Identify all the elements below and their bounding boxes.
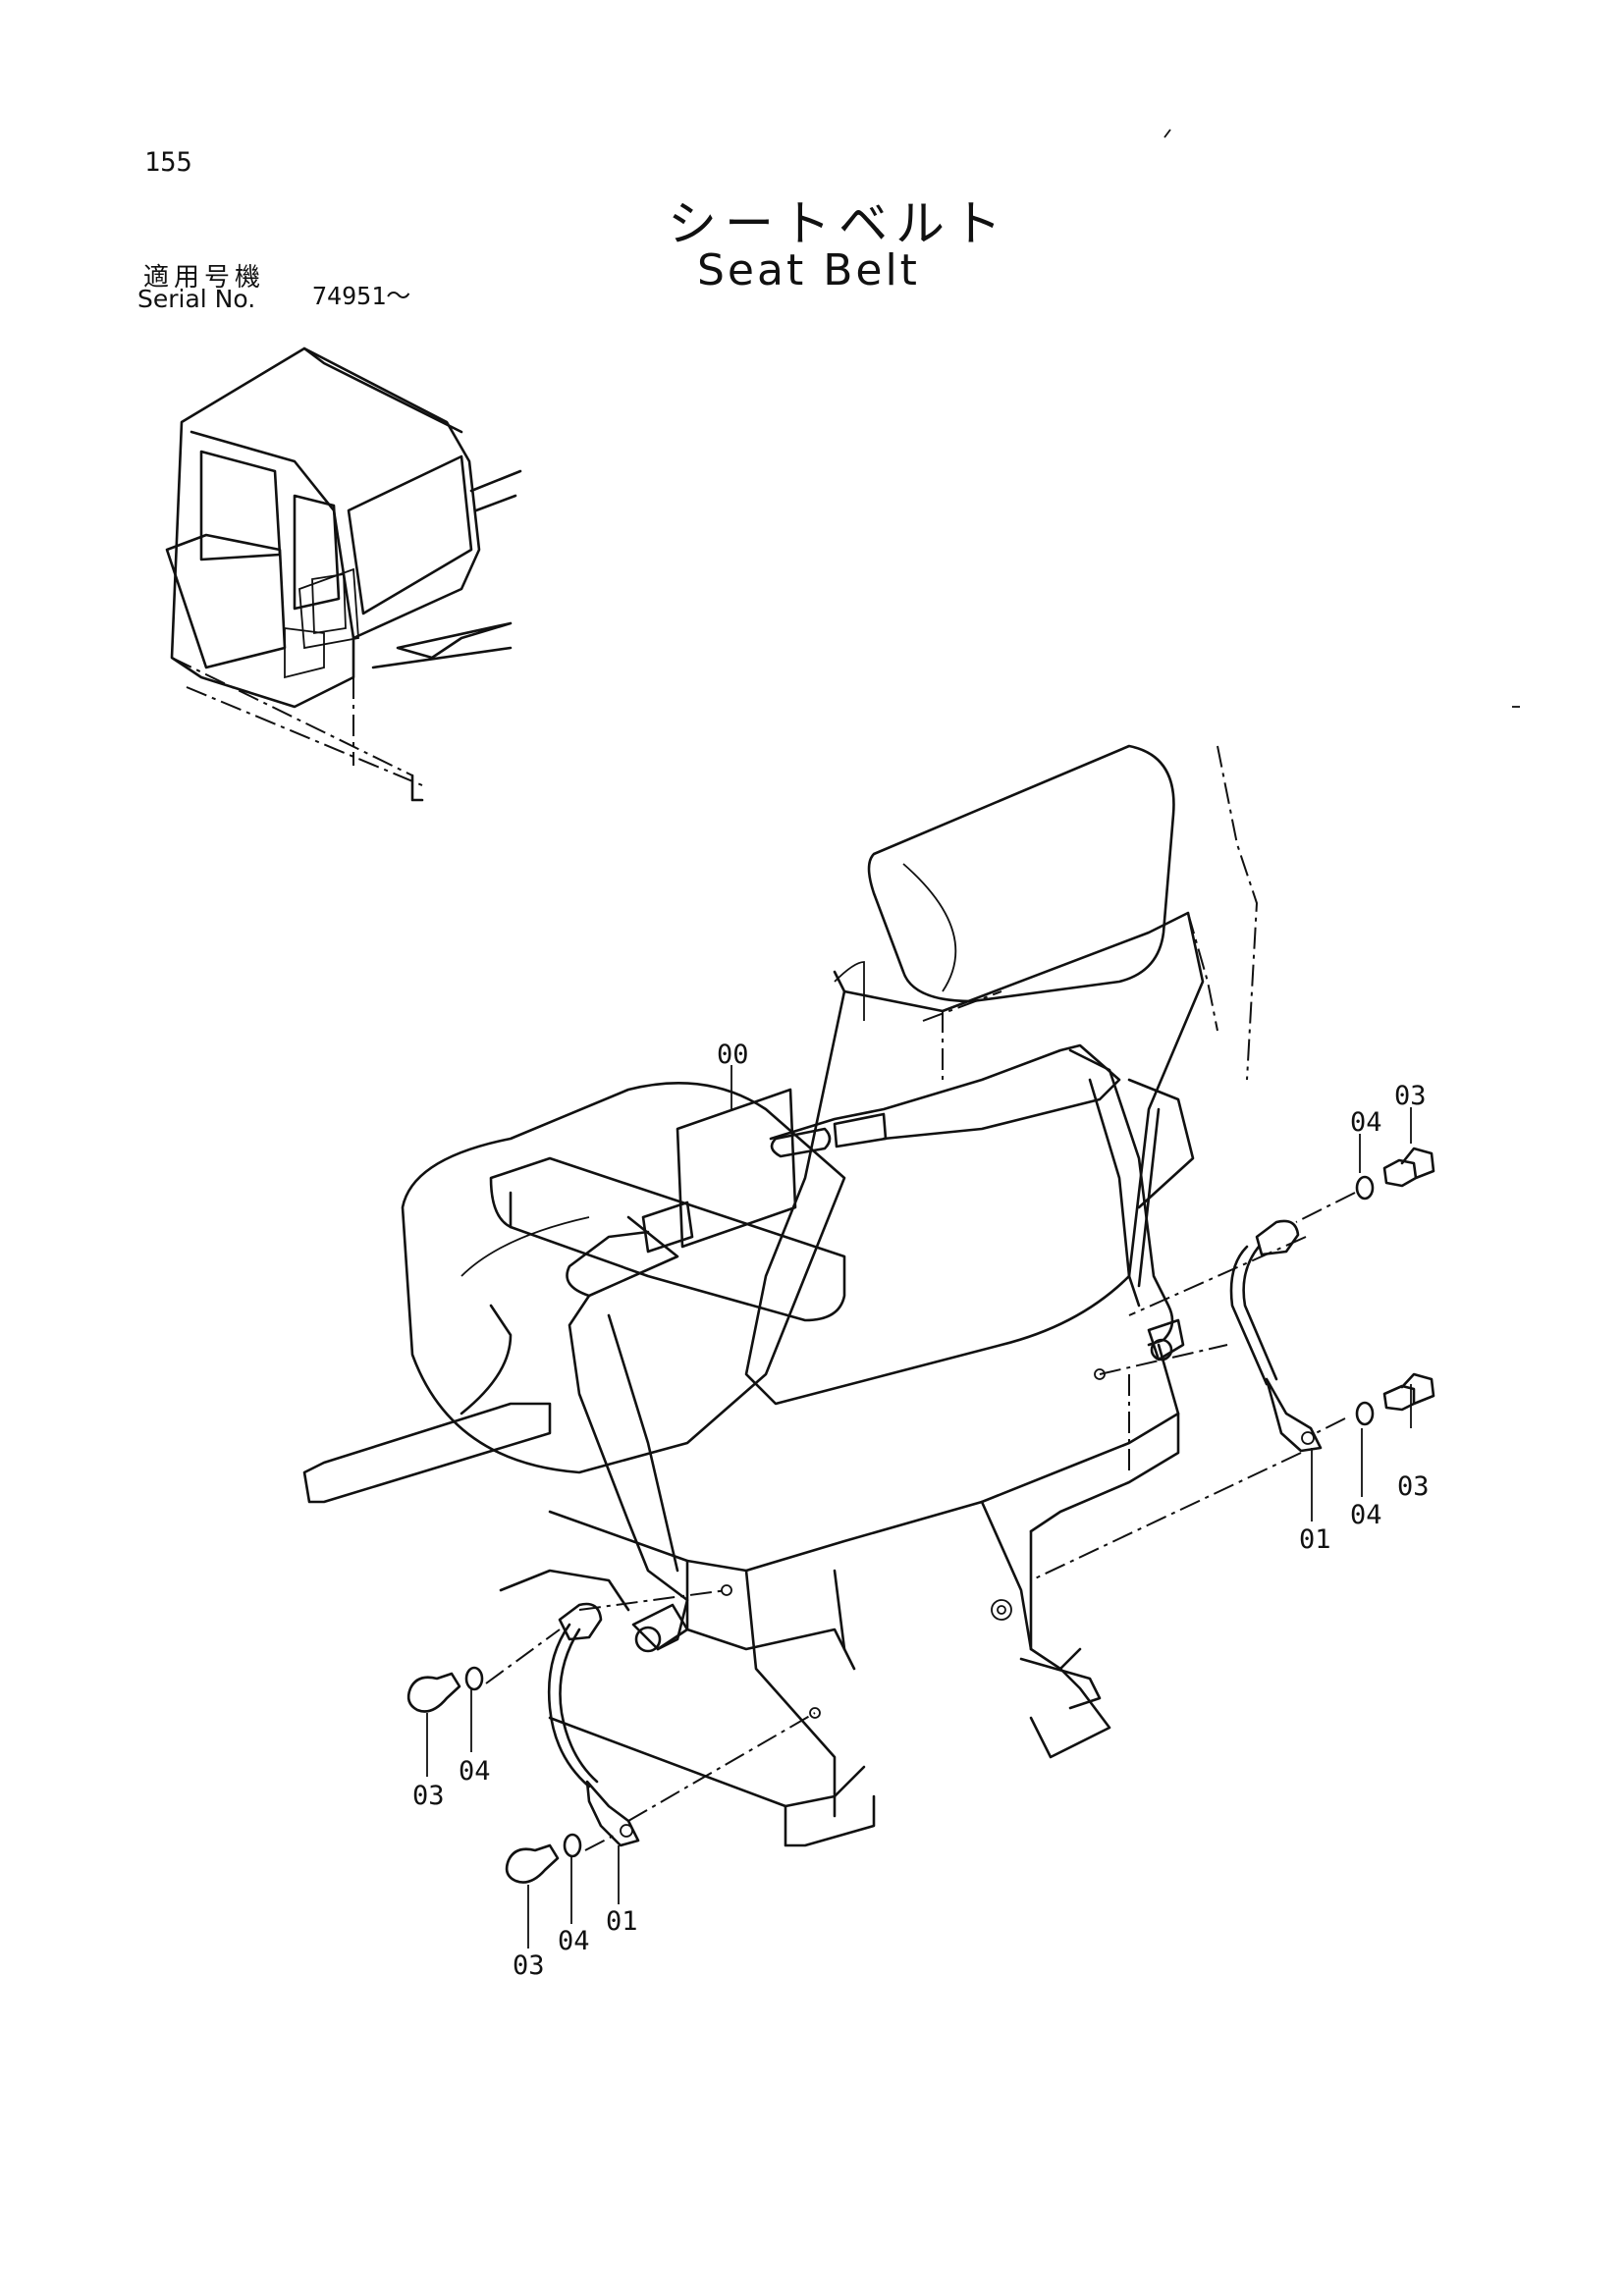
callout-03: 03 xyxy=(412,1781,445,1811)
leader-lines xyxy=(426,1065,1412,1949)
bolt-icon xyxy=(406,1672,461,1713)
callout-04: 04 xyxy=(1350,1500,1382,1530)
page-number: 155 xyxy=(144,147,192,178)
assembly-guide-lines xyxy=(485,745,1356,1851)
callout-03: 03 xyxy=(1397,1471,1430,1502)
washer-icon xyxy=(1355,1401,1375,1426)
bolt-icon xyxy=(1382,1372,1435,1412)
washer-icon xyxy=(1355,1175,1375,1201)
washer-icon xyxy=(464,1666,484,1691)
callout-01: 01 xyxy=(1299,1524,1331,1555)
callout-01: 01 xyxy=(606,1906,638,1937)
washer-icon xyxy=(563,1833,582,1858)
seat-assembly-illustration xyxy=(302,744,1323,1847)
callout-03: 03 xyxy=(513,1950,545,1981)
page-title-english: Seat Belt xyxy=(697,245,920,295)
part-number-callouts: 00 04 03 03 04 01 03 04 03 04 01 xyxy=(412,1040,1430,1981)
fasteners xyxy=(406,1147,1435,1884)
callout-03: 03 xyxy=(1394,1081,1427,1111)
callout-04: 04 xyxy=(1350,1107,1382,1138)
serial-number-value: 74951～ xyxy=(312,282,411,310)
page-title-japanese: シートベルト xyxy=(668,195,1009,252)
serial-label-japanese: 適用号機 xyxy=(143,263,266,293)
callout-04: 04 xyxy=(558,1926,590,1956)
callout-00: 00 xyxy=(717,1040,749,1070)
bolt-icon xyxy=(1382,1147,1435,1188)
callout-04: 04 xyxy=(459,1756,491,1787)
scan-mark xyxy=(1163,129,1171,138)
serial-label-english: Serial No. xyxy=(137,285,256,313)
cab-overview-illustration xyxy=(165,347,522,802)
bolt-icon xyxy=(505,1843,560,1884)
